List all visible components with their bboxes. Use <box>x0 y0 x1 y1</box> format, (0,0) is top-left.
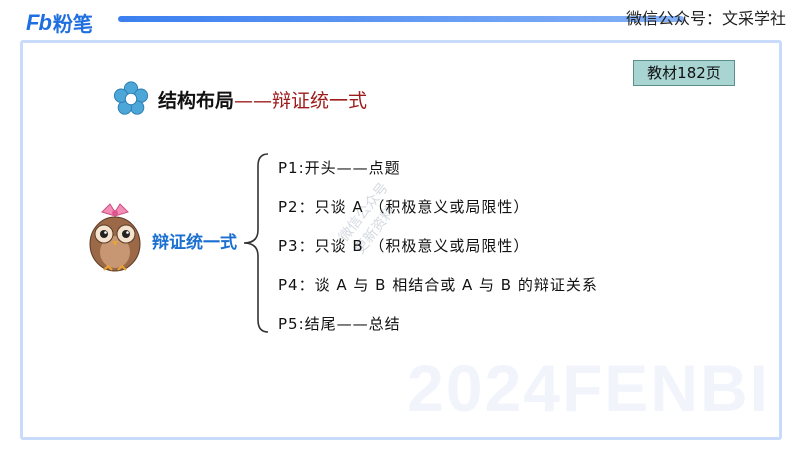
title-main: 结构布局 <box>158 89 235 112</box>
background-watermark: 2024FENBI <box>407 351 770 425</box>
owl-mascot-icon <box>89 203 141 272</box>
list-item-p5: P5:结尾——总结 <box>278 315 401 333</box>
flower-icon <box>113 81 149 115</box>
left-brace <box>243 153 269 333</box>
paragraph-list: P1:开头——点题 P2：只谈 A （积极意义或局限性） P3：只谈 B （积极… <box>278 158 598 353</box>
logo-mark: Fb <box>26 9 52 35</box>
list-item-p2: P2：只谈 A （积极意义或局限性） <box>278 198 530 216</box>
title-subtitle: ——辩证统一式 <box>234 89 368 112</box>
header-accent-bar <box>118 16 684 22</box>
list-item-p1: P1:开头——点题 <box>278 159 401 177</box>
slide-frame <box>20 40 782 440</box>
section-title: 结构布局 ——辩证统一式 <box>112 80 367 118</box>
logo-name: 粉笔 <box>52 12 93 36</box>
list-item-p3: P3：只谈 B （积极意义或局限性） <box>278 237 530 255</box>
fenbi-logo: Fb 粉笔 <box>26 8 93 37</box>
textbook-page-badge: 教材182页 <box>633 60 735 86</box>
wechat-account-label: 微信公众号：文采学社 <box>625 9 786 28</box>
list-item-p4: P4：谈 A 与 B 相结合或 A 与 B 的辩证关系 <box>278 276 598 294</box>
structure-type-label: 辩证统一式 <box>152 233 237 253</box>
